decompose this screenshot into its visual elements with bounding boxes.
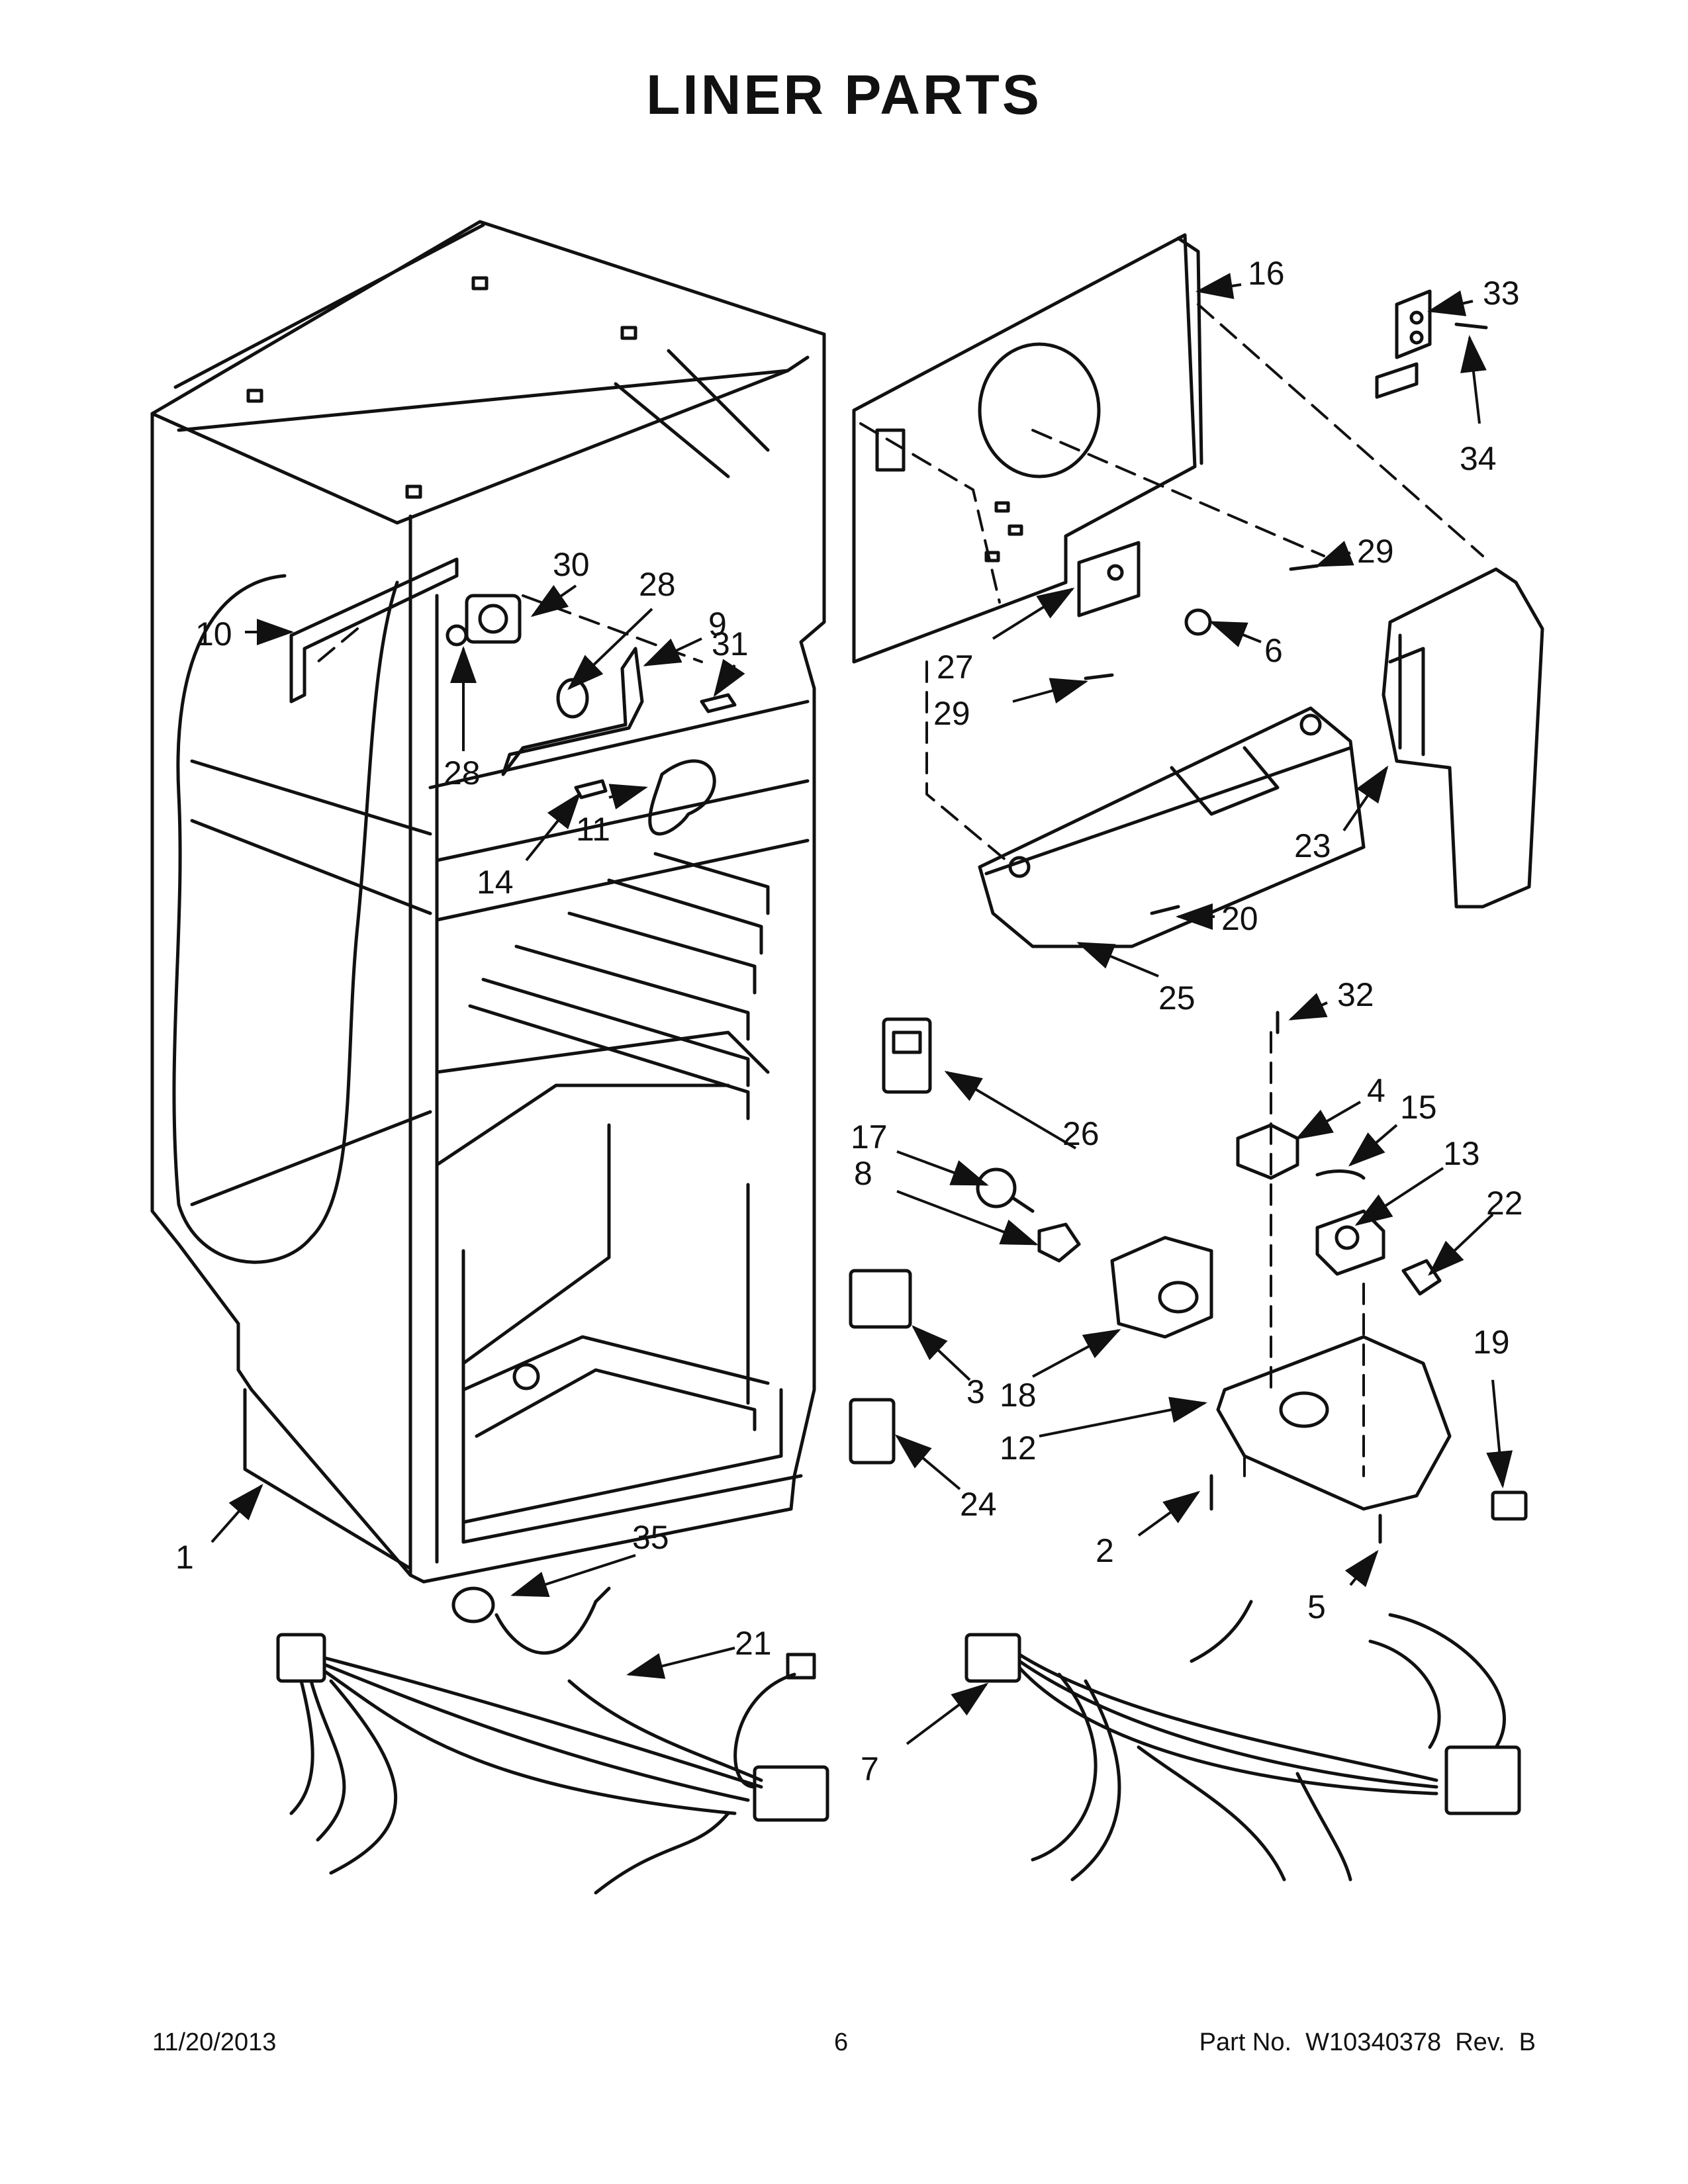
control-housing: [1382, 567, 1544, 909]
callout-12: 12: [1000, 1430, 1037, 1467]
callout-28a: 28: [639, 566, 676, 603]
evaporator-cover: [852, 233, 1203, 664]
bulb-17: [976, 1167, 1035, 1213]
callout-34: 34: [1460, 440, 1497, 477]
leader-lines: [211, 273, 1513, 1745]
callout-5: 5: [1307, 1588, 1326, 1625]
wire-harness-7: [964, 1600, 1521, 1882]
light-shield-18: [1110, 1236, 1213, 1339]
callout-6: 6: [1264, 632, 1283, 669]
callout-3: 3: [966, 1373, 985, 1410]
wire-harness-21: [276, 1586, 829, 1895]
bracket-33: [1375, 289, 1432, 399]
callout-8: 8: [854, 1155, 872, 1192]
callout-28b: 28: [444, 754, 481, 792]
callout-7: 7: [861, 1751, 879, 1788]
callout-19: 19: [1473, 1324, 1510, 1361]
callout-31: 31: [712, 625, 749, 662]
callout-21: 21: [735, 1625, 772, 1662]
callout-labels: 1 2 3 4 5 6 7 8 9 10 11 12 13 14 15 16 1…: [175, 255, 1523, 1788]
callout-11: 11: [576, 811, 610, 848]
callout-17: 17: [851, 1118, 888, 1156]
part-24: [849, 1398, 896, 1465]
callout-25: 25: [1158, 979, 1196, 1017]
thermostat-13: [1315, 1209, 1385, 1276]
callout-9: 9: [708, 606, 727, 643]
callout-13: 13: [1443, 1135, 1480, 1172]
screw-29b: [1084, 673, 1114, 680]
callout-20: 20: [1221, 900, 1258, 937]
callout-16: 16: [1248, 255, 1285, 292]
part-15: [1315, 1169, 1366, 1180]
callout-30: 30: [553, 546, 590, 583]
grommet-6: [1184, 608, 1212, 636]
control-mount-12: [1216, 1335, 1452, 1511]
control-knob-4: [1236, 1123, 1299, 1180]
callout-35: 35: [632, 1519, 669, 1556]
callout-32: 32: [1337, 976, 1374, 1013]
fan-motor-assembly: [289, 557, 737, 836]
light-switch-26: [882, 1017, 932, 1094]
socket-8: [1037, 1222, 1081, 1263]
air-duct: [978, 706, 1366, 948]
knob-22: [1401, 1259, 1442, 1296]
footer-page-number: 6: [834, 2028, 849, 2056]
callout-1: 1: [175, 1539, 194, 1576]
callout-2: 2: [1096, 1532, 1114, 1569]
page-title: LINER PARTS: [646, 64, 1042, 126]
screw-34: [1454, 322, 1488, 330]
callout-15: 15: [1400, 1089, 1437, 1126]
part-19: [1491, 1490, 1528, 1521]
callout-14: 14: [477, 864, 514, 901]
callout-27: 27: [937, 649, 974, 686]
callout-26: 26: [1062, 1115, 1100, 1152]
footer-date: 11/20/2013: [152, 2028, 277, 2056]
callout-22: 22: [1486, 1185, 1523, 1222]
callout-24: 24: [960, 1486, 997, 1523]
switch-3: [849, 1269, 912, 1329]
footer-part-number: Part No. W10340378 Rev. B: [1199, 2028, 1536, 2056]
liner-cabinet: [150, 220, 826, 1584]
callout-4: 4: [1367, 1072, 1385, 1109]
screw-20: [1150, 905, 1180, 915]
callout-29a: 29: [1357, 533, 1394, 570]
callout-33: 33: [1483, 275, 1520, 312]
callout-10: 10: [195, 615, 232, 653]
screw-29a: [1289, 564, 1319, 571]
callout-18: 18: [1000, 1377, 1037, 1414]
callout-23: 23: [1294, 827, 1331, 864]
thermistor-35: [451, 1586, 495, 1623]
callout-29b: 29: [933, 695, 970, 732]
